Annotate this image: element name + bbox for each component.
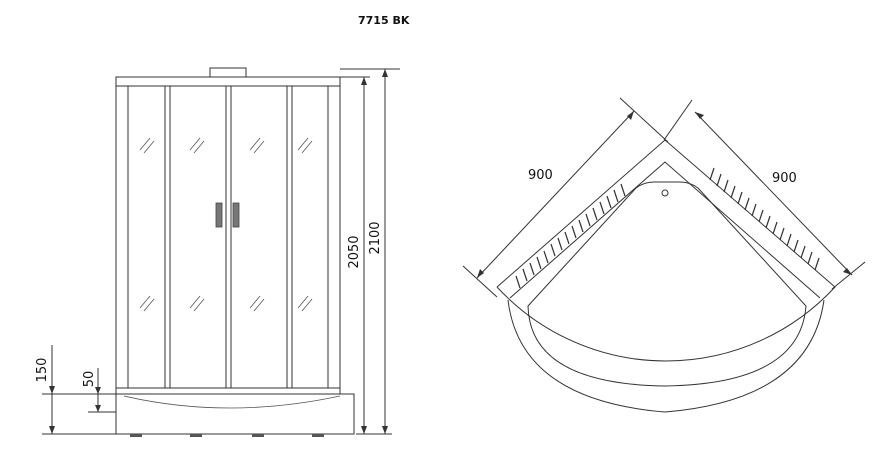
dim-label-2050: 2050 bbox=[347, 235, 362, 268]
tray-foot bbox=[252, 434, 264, 437]
model-title: 7715 BK bbox=[358, 14, 410, 27]
wall-hatching bbox=[515, 167, 820, 289]
top-frame bbox=[115, 76, 341, 87]
tray-foot bbox=[130, 434, 142, 437]
cabin-frame bbox=[115, 85, 341, 395]
tray-foot bbox=[190, 434, 202, 437]
door-handle-right bbox=[232, 202, 240, 228]
shower-tray bbox=[115, 393, 355, 435]
dim-label-900-left: 900 bbox=[528, 168, 553, 183]
door-handle-left bbox=[215, 202, 223, 228]
drain-icon bbox=[661, 189, 669, 197]
dim-label-50: 50 bbox=[82, 371, 97, 388]
tray-outline-wall bbox=[509, 161, 821, 299]
glass-reflections bbox=[139, 137, 313, 312]
dim-label-2100: 2100 bbox=[368, 221, 383, 254]
tray-outline-outer bbox=[496, 139, 836, 362]
tray-basin bbox=[527, 181, 807, 387]
dim-label-900-right: 900 bbox=[772, 171, 797, 186]
top-view: 900 900 bbox=[462, 97, 866, 413]
front-dimensions: 2050 2100 150 50 bbox=[35, 68, 400, 435]
dim-label-150: 150 bbox=[35, 358, 50, 383]
roof-box bbox=[209, 67, 247, 78]
front-view bbox=[115, 67, 355, 437]
tray-rim bbox=[507, 299, 825, 413]
tray-foot bbox=[312, 434, 324, 437]
